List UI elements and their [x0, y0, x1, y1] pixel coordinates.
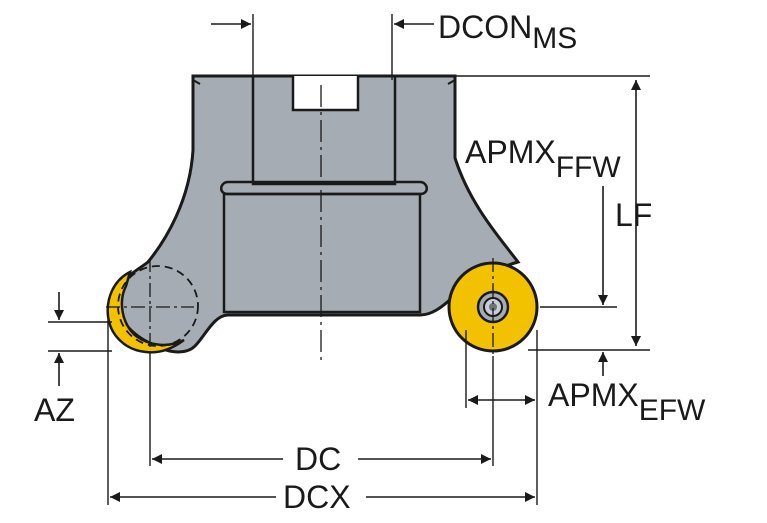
label-dc: DC [295, 441, 341, 477]
extension-lines [48, 14, 650, 505]
dimension-lines [54, 19, 641, 502]
label-lf: LF [615, 197, 652, 233]
label-apmx-efw: APMXEFW [548, 377, 706, 427]
label-dcon: DCONMS [438, 9, 577, 55]
key-slot [291, 76, 360, 112]
lower-bore [222, 192, 422, 314]
left-insert-hidden-outline [117, 265, 199, 347]
label-apmx-ffw: APMXFFW [465, 134, 621, 184]
label-dcx: DCX [283, 479, 351, 515]
insert-screw-socket [489, 303, 497, 311]
label-az: AZ [34, 392, 75, 428]
body-chamfer-lines [192, 79, 456, 85]
cutter-body [112, 74, 521, 354]
